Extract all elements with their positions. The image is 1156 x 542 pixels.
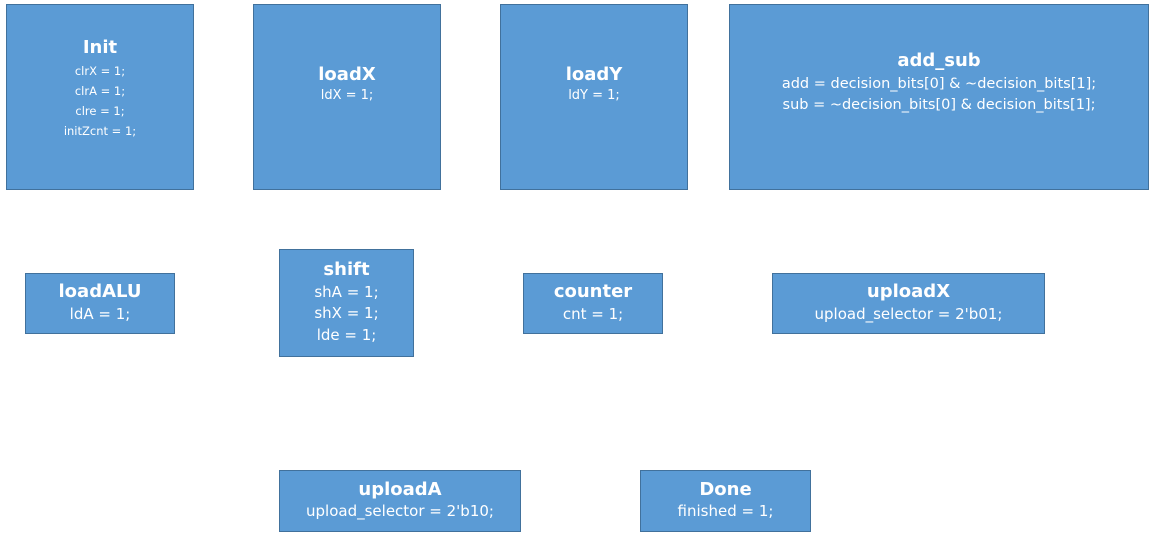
state-action: clrA = 1; (74, 84, 126, 99)
state-action: ldX = 1; (320, 87, 374, 103)
state-counter-title: counter (553, 281, 633, 303)
state-shift: shift shA = 1; shX = 1; lde = 1; (279, 249, 414, 357)
state-loadx-actions: ldX = 1; (321, 87, 374, 106)
state-action: add = decision_bits[0] & ~decision_bits[… (781, 76, 1097, 93)
state-action: clre = 1; (75, 104, 125, 119)
state-action: upload_selector = 2'b10; (306, 502, 494, 521)
state-add-sub: add_sub add = decision_bits[0] & ~decisi… (729, 4, 1149, 190)
state-action: clrX = 1; (74, 64, 126, 78)
state-action: cnt = 1; (562, 304, 624, 323)
state-loadx: loadX ldX = 1; (253, 4, 441, 190)
state-loadx-title: loadX (318, 64, 376, 86)
state-done-actions: finished = 1; (678, 501, 774, 523)
state-action: ldA = 1; (69, 304, 131, 323)
state-init: Init clrX = 1; clrA = 1; clre = 1; initZ… (6, 4, 194, 190)
state-action: initZcnt = 1; (63, 124, 137, 139)
state-action: finished = 1; (677, 502, 774, 521)
state-done-title: Done (699, 478, 752, 500)
state-loadalu: loadALU ldA = 1; (25, 273, 175, 334)
state-action: sub = ~decision_bits[0] & decision_bits[… (782, 97, 1096, 114)
state-loady-title: loadY (565, 64, 623, 86)
state-counter-actions: cnt = 1; (563, 304, 623, 326)
state-add-sub-actions: add = decision_bits[0] & ~decision_bits[… (782, 74, 1096, 116)
state-action: shX = 1; (314, 304, 379, 323)
state-action: upload_selector = 2'b01; (814, 304, 1003, 323)
state-shift-actions: shA = 1; shX = 1; lde = 1; (314, 282, 378, 347)
state-counter: counter cnt = 1; (523, 273, 663, 334)
state-uploadx-title: uploadX (866, 281, 951, 303)
state-loadalu-title: loadALU (58, 281, 142, 303)
state-loady: loadY ldY = 1; (500, 4, 688, 190)
state-loady-actions: ldY = 1; (568, 87, 620, 106)
state-action: shA = 1; (314, 282, 379, 301)
state-done: Done finished = 1; (640, 470, 811, 532)
state-uploada-title: uploadA (358, 478, 442, 500)
state-loadalu-actions: ldA = 1; (70, 304, 131, 326)
state-action: ldY = 1; (568, 87, 620, 103)
state-add-sub-title: add_sub (897, 49, 981, 71)
state-shift-title: shift (323, 259, 370, 281)
state-action: lde = 1; (316, 326, 377, 345)
state-uploadx: uploadX upload_selector = 2'b01; (772, 273, 1045, 334)
state-init-actions: clrX = 1; clrA = 1; clre = 1; initZcnt =… (64, 61, 136, 142)
state-uploada: uploadA upload_selector = 2'b10; (279, 470, 521, 532)
state-uploadx-actions: upload_selector = 2'b01; (815, 304, 1003, 326)
state-uploada-actions: upload_selector = 2'b10; (306, 501, 494, 523)
state-init-title: Init (82, 36, 118, 58)
